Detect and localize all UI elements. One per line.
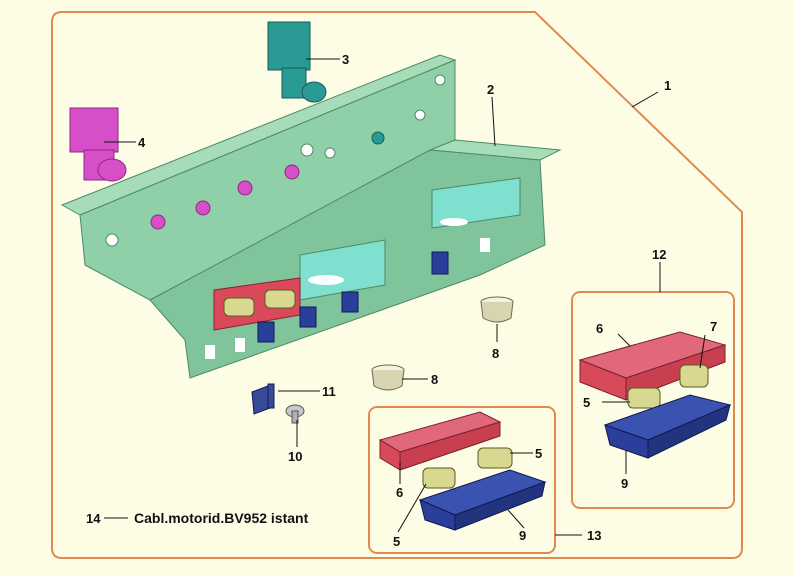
- callout-8-lower: 8: [431, 372, 438, 387]
- callout-13: 13: [587, 528, 601, 543]
- kit-frame-13: [368, 406, 556, 554]
- callout-12: 12: [652, 247, 666, 262]
- teal-connector-small: [371, 131, 385, 145]
- kit13-gasket-a: [422, 467, 456, 489]
- teal-connector-part: [267, 21, 327, 103]
- callout-11: 11: [322, 384, 336, 399]
- kit12-gasket-5: [627, 387, 661, 409]
- callout-4: 4: [138, 135, 146, 150]
- callout-3: 3: [342, 52, 349, 67]
- assembly-frame-1: [51, 11, 743, 559]
- callout-5-kit13-bottom: 5: [393, 534, 400, 549]
- kit13-blue-tray: [418, 469, 547, 531]
- leader-lines: [104, 58, 706, 536]
- kit-frame-12: [571, 291, 735, 509]
- callout-7: 7: [710, 319, 717, 334]
- kit12-gasket-7: [679, 364, 709, 388]
- kit13-red-cover: [378, 411, 502, 471]
- callout-numbers: 1 2 3 4 12 6 7 5 9 8 8 11 10 5 6 5 9 13 …: [86, 52, 717, 549]
- pink-connector-row: [150, 164, 300, 230]
- pink-connector-part: [69, 107, 127, 182]
- red-panel-gaskets: [223, 289, 296, 317]
- callout-10: 10: [288, 449, 302, 464]
- blue-connector-row: [257, 251, 449, 343]
- callout-5-kit13-right: 5: [535, 446, 542, 461]
- main-bracket: [60, 54, 562, 379]
- clip-part: [251, 383, 275, 415]
- callout-8-upper: 8: [492, 346, 499, 361]
- part-description: Cabl.motorid.BV952 istant: [134, 510, 309, 526]
- kit13-gasket-b: [477, 447, 513, 469]
- kit12-red-cover: [578, 331, 727, 401]
- kit12-blue-tray: [603, 394, 732, 459]
- callout-9-kit12: 9: [621, 476, 628, 491]
- callout-6-kit12: 6: [596, 321, 603, 336]
- callout-6-kit13: 6: [396, 485, 403, 500]
- callout-1: 1: [664, 78, 671, 93]
- callout-2: 2: [487, 82, 494, 97]
- bushing-part: [371, 296, 514, 391]
- callout-9-kit13: 9: [519, 528, 526, 543]
- callout-14: 14: [86, 511, 101, 526]
- screw-part: [285, 404, 305, 424]
- callout-5-kit12: 5: [583, 395, 590, 410]
